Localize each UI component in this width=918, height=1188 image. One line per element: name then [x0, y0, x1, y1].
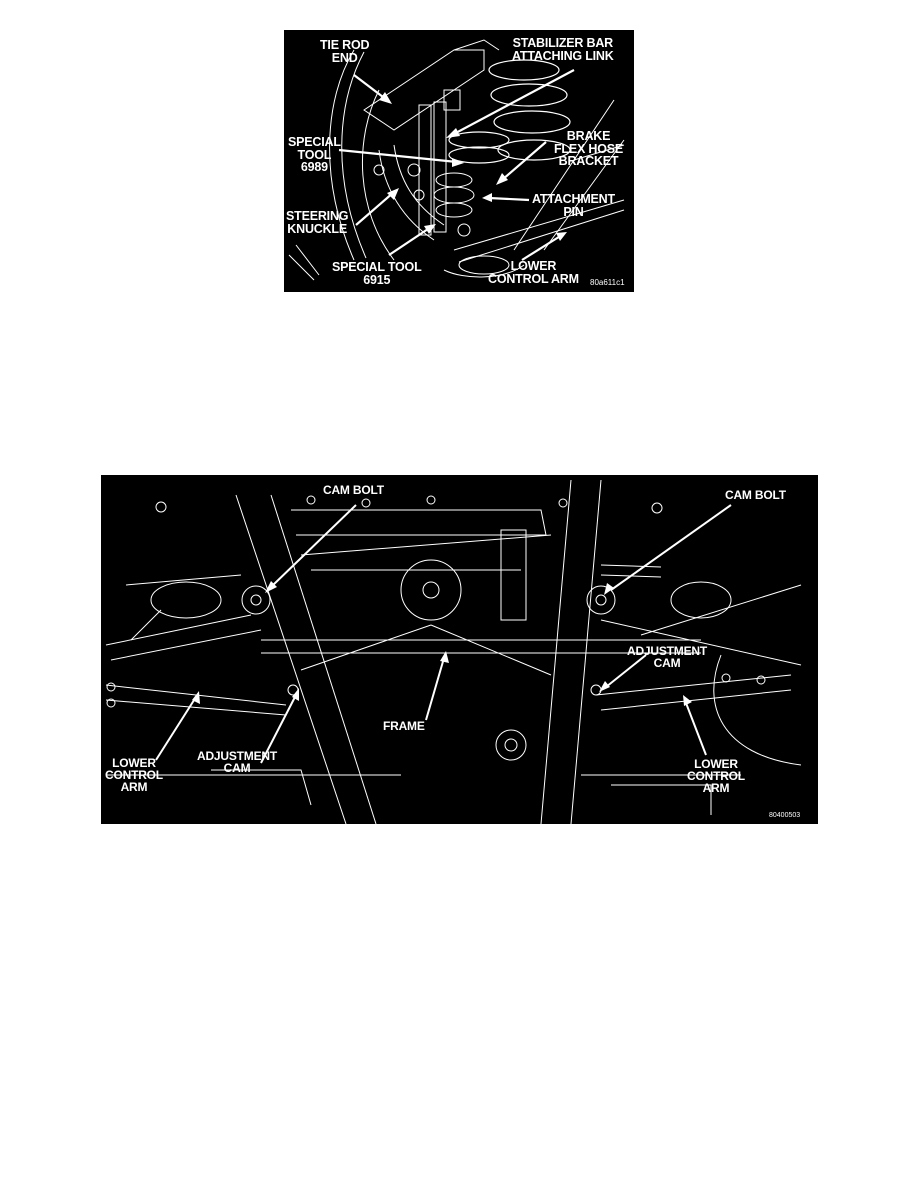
label-lower-control-arm-left: LOWER CONTROL ARM: [105, 756, 163, 794]
label-cam-bolt-right: CAM BOLT: [725, 488, 786, 502]
label-attachment-pin: ATTACHMENT PIN: [532, 192, 615, 219]
label-special-tool-6915: SPECIAL TOOL 6915: [332, 260, 422, 287]
undercarriage-line-art: [105, 479, 802, 824]
suspension-line-art: [288, 39, 625, 281]
label-cam-bolt-left: CAM BOLT: [323, 483, 384, 497]
label-frame: FRAME: [383, 719, 425, 733]
figure-code: 80400503: [769, 812, 801, 819]
label-adjustment-cam-left: ADJUSTMENT CAM: [197, 749, 278, 775]
label-lower-control-arm: LOWER CONTROL ARM: [488, 259, 579, 286]
label-tie-rod-end: TIE ROD END: [320, 38, 370, 65]
label-lower-control-arm-right: LOWER CONTROL ARM: [687, 757, 745, 795]
figure-code: 80a611c1: [590, 278, 625, 287]
label-steering-knuckle: STEERING KNUCKLE: [286, 209, 349, 236]
label-special-tool-6989: SPECIAL TOOL 6989: [288, 135, 341, 174]
label-adjustment-cam-right: ADJUSTMENT CAM: [627, 644, 708, 670]
cam-bolt-frame-diagram: CAM BOLT CAM BOLT ADJUSTMENT CAM ADJUSTM…: [101, 475, 818, 824]
label-stabilizer-bar-attaching-link: STABILIZER BAR ATTACHING LINK: [512, 36, 614, 63]
label-brake-flex-hose-bracket: BRAKE FLEX HOSE BRACKET: [554, 129, 624, 168]
stabilizer-link-diagram: TIE ROD END STABILIZER BAR ATTACHING LIN…: [284, 30, 634, 292]
